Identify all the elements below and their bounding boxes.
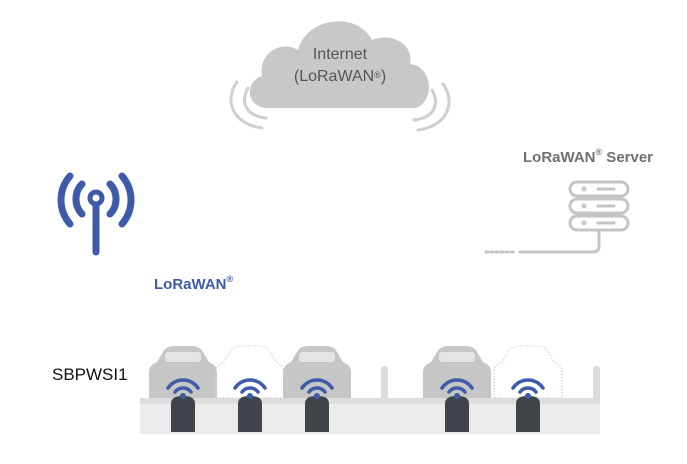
car-windshield [299,352,335,362]
parking-sensor [516,396,540,432]
cloud-label-line1: Internet [312,46,368,63]
wifi-signal-icon [440,378,474,399]
parking-spot [423,346,491,432]
cloud-signal-right-icon [412,82,451,132]
parking-spot [149,346,217,432]
car-windshield [165,352,201,362]
empty-car-outline-icon [215,345,285,399]
parking-spot [215,345,285,432]
wifi-signal-icon [233,378,267,399]
server-icon [484,180,630,254]
cloud-label: Internet (LoRaWAN®) [255,44,425,88]
wifi-signal-icon [511,378,545,399]
gateway-label: LoRaWAN® [154,274,234,293]
wifi-signal-icon [300,378,334,399]
parking-sensor [305,396,329,432]
wifi-signal-icon [166,378,200,399]
antenna-broadcast-icon [57,172,135,256]
parking-spot [283,346,351,432]
empty-car-outline-icon [493,345,563,399]
parking-sensor [445,396,469,432]
parking-spot [493,345,563,432]
parking-sensor [171,396,195,432]
car-windshield [439,352,475,362]
server-label: LoRaWAN® Server [523,147,654,166]
parking-sensor [238,396,262,432]
cloud-icon [249,21,429,108]
cloud-label-line2: (LoRaWAN®) [293,68,387,85]
cloud-signal-left-icon [229,80,268,130]
device-label: SBPWSI1 [52,365,128,384]
